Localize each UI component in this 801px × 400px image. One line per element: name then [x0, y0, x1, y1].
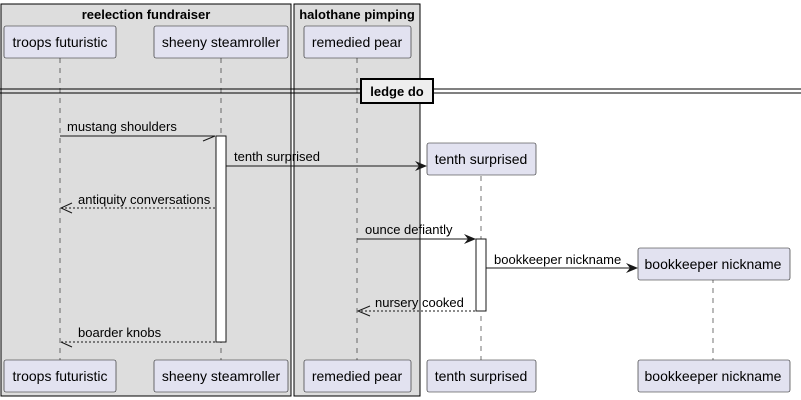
group-label-reelection-fundraiser: reelection fundraiser — [82, 7, 211, 22]
participant-label: bookkeeper nickname — [645, 256, 782, 272]
participant-label: remedied pear — [312, 34, 403, 50]
participant-tenth-surprised-bottom — [426, 359, 537, 393]
activation-tenth-surprised — [475, 238, 487, 312]
participant-sheeny-steamroller-bottom — [153, 359, 289, 393]
message-label: bookkeeper nickname — [494, 252, 621, 267]
message-label: ounce defiantly — [365, 222, 453, 237]
participant-troops-futuristic-bottom — [3, 359, 117, 393]
participant-remedied-pear-bottom — [303, 359, 412, 393]
divider-label: ledge do — [370, 84, 424, 99]
participant-bookkeeper-nickname-created — [637, 247, 791, 281]
participant-label: tenth surprised — [435, 151, 528, 167]
participant-label: tenth surprised — [435, 368, 528, 384]
participant-tenth-surprised-created — [426, 142, 537, 176]
message-label: tenth surprised — [234, 149, 320, 164]
participant-remedied-pear-top — [303, 25, 412, 59]
participant-label: sheeny steamroller — [162, 368, 281, 384]
message-label: boarder knobs — [78, 325, 162, 340]
participant-sheeny-steamroller-top — [153, 25, 289, 59]
participant-bookkeeper-nickname-bottom — [637, 359, 791, 393]
participant-label: bookkeeper nickname — [645, 368, 782, 384]
activation-sheeny-steamroller — [215, 135, 227, 343]
message-arrowhead-open — [356, 305, 371, 317]
participant-troops-futuristic-top — [3, 25, 117, 59]
message-arrowhead-half — [202, 135, 216, 142]
message-arrowhead-half — [60, 341, 73, 348]
participant-label: troops futuristic — [13, 34, 108, 50]
message-label: nursery cooked — [375, 295, 464, 310]
participant-label: sheeny steamroller — [162, 34, 281, 50]
divider-box — [360, 78, 434, 104]
group-label-halothane-pimping: halothane pimping — [299, 7, 415, 22]
message-label: mustang shoulders — [67, 119, 177, 134]
participant-label: troops futuristic — [13, 368, 108, 384]
group-box-reelection-fundraiser — [0, 3, 292, 397]
message-arrowhead-open — [59, 202, 73, 214]
participant-label: remedied pear — [312, 368, 403, 384]
message-label: antiquity conversations — [78, 192, 211, 207]
